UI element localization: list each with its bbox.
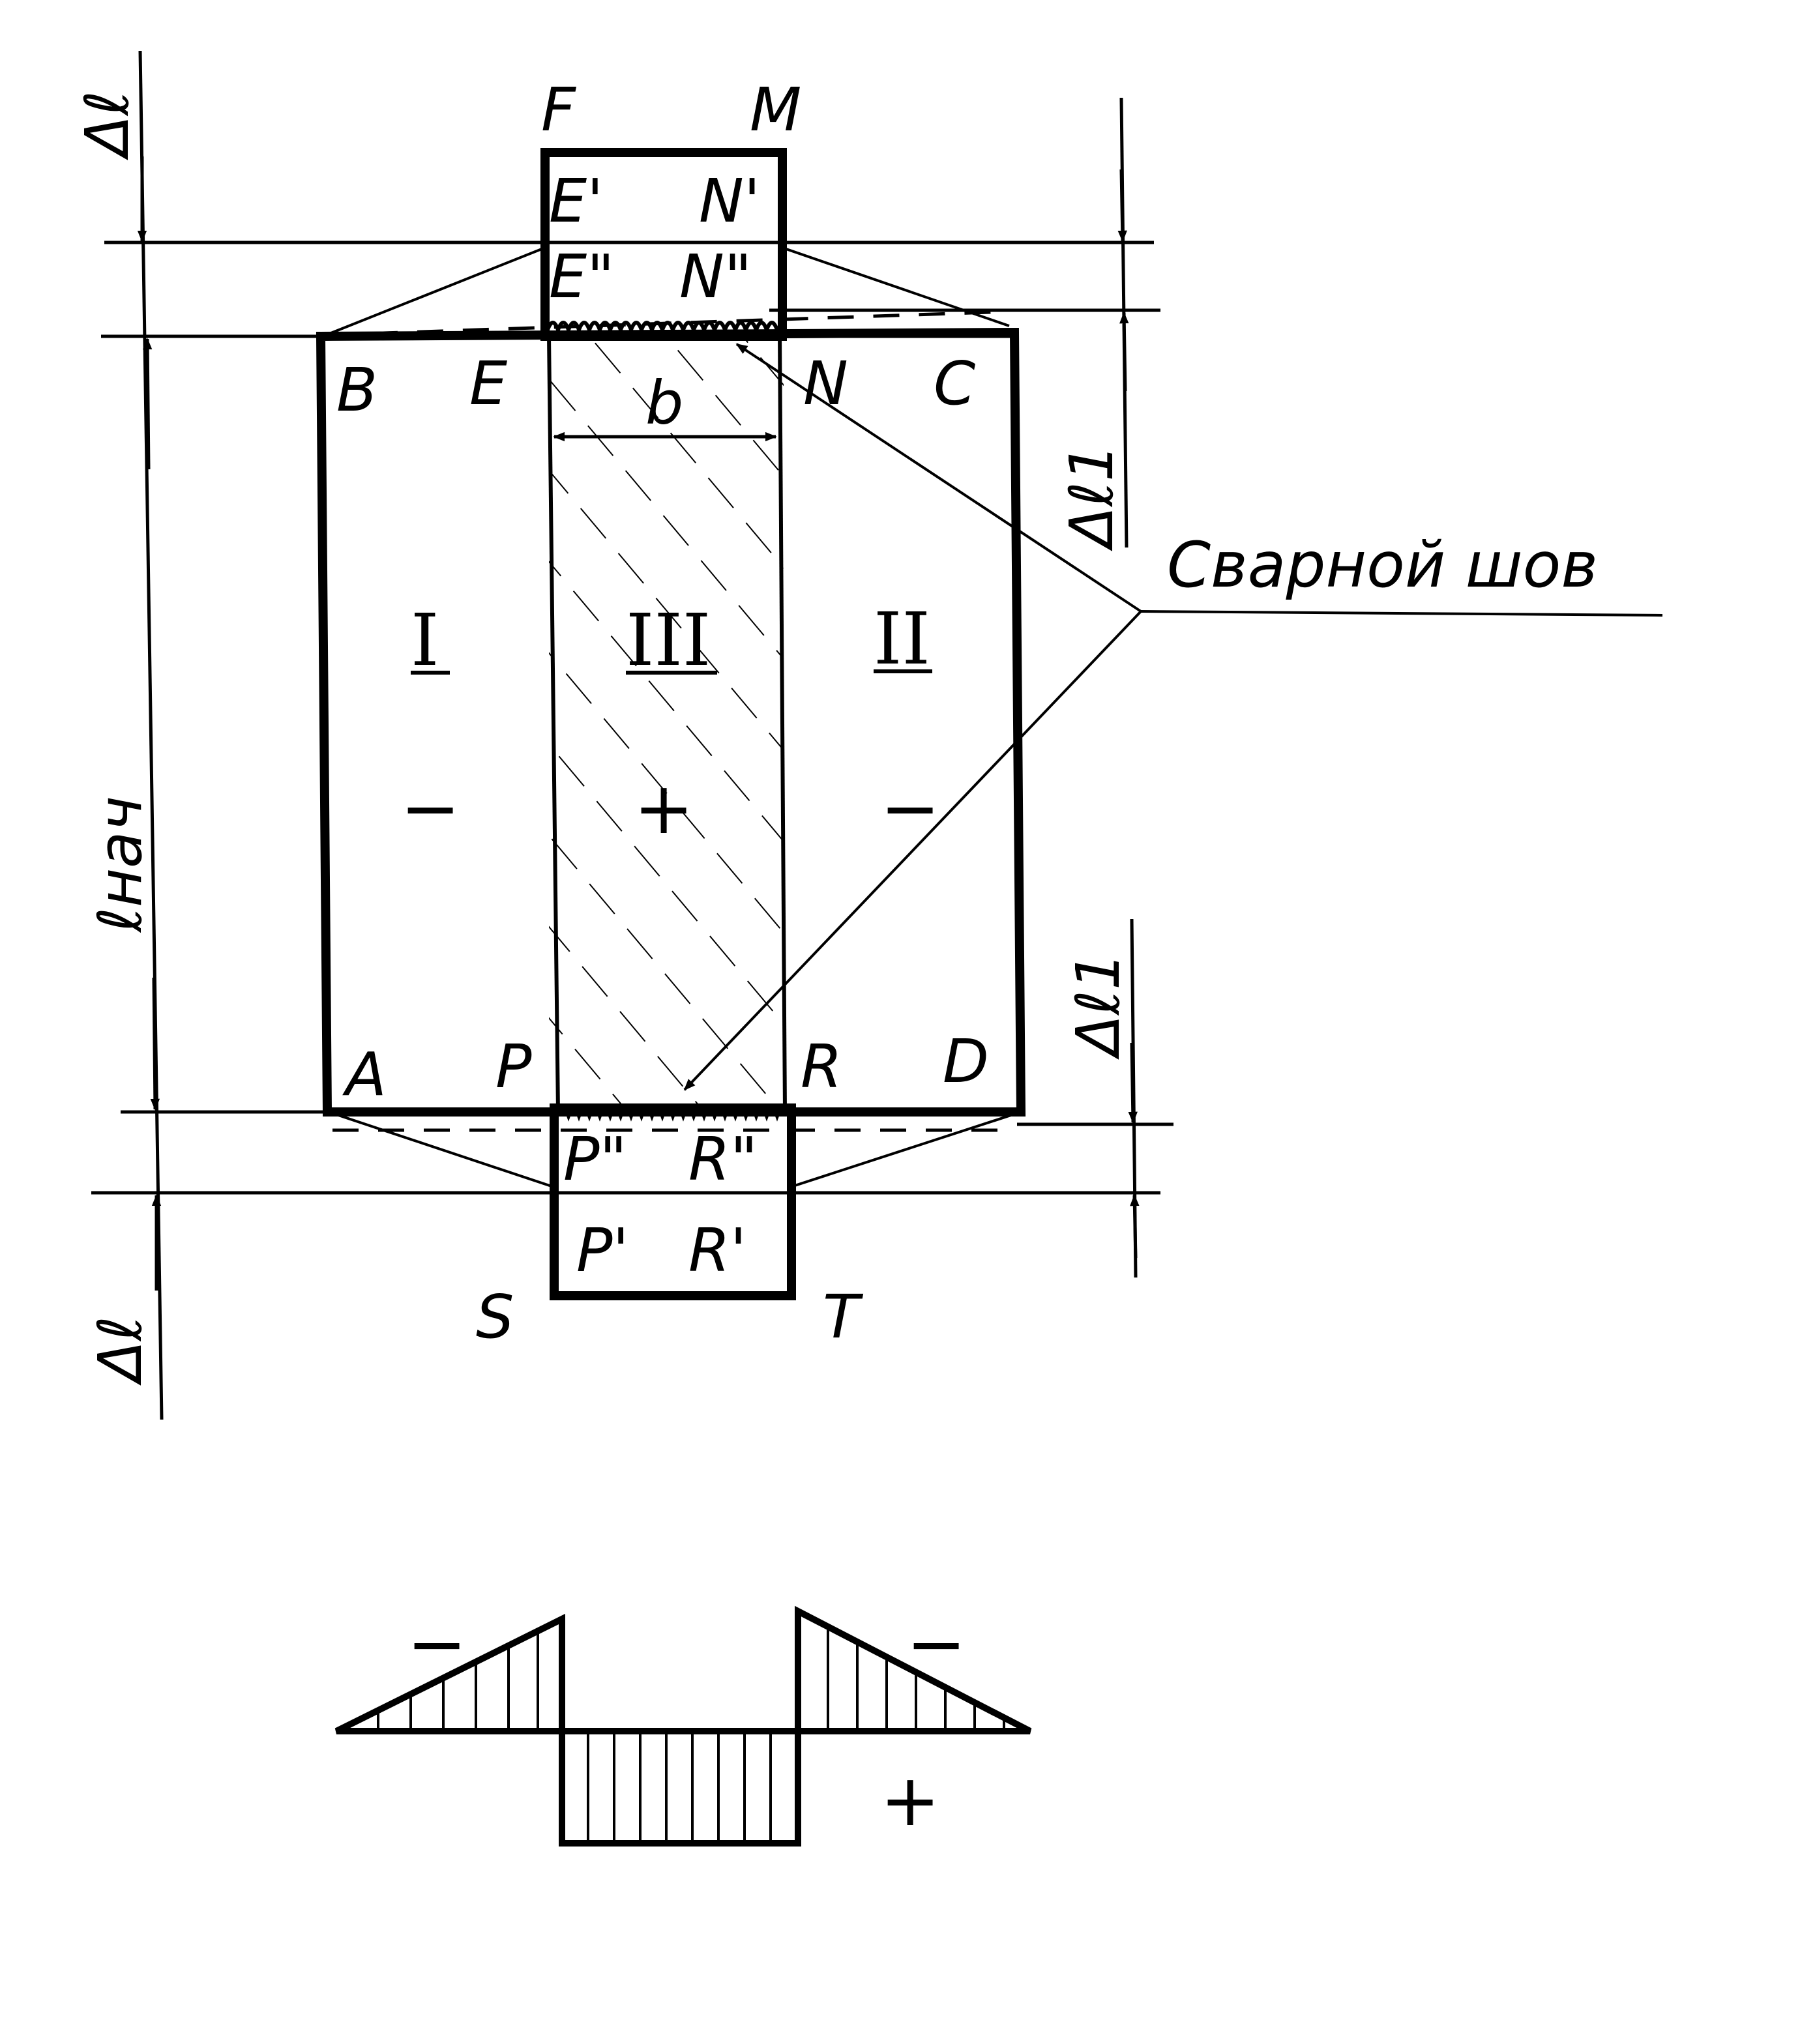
- point-labels: F M E' N' E" N" B E N C A P R D P" R" P'…: [336, 75, 989, 1352]
- plate-drawing: [91, 50, 1663, 1420]
- label-p-double-prime: P": [563, 1124, 627, 1194]
- dimension-labels: Δℓ ℓнач Δℓ Δℓ1 Δℓ1: [72, 91, 1133, 1386]
- zone-iii-hatched-strip: [549, 339, 784, 1108]
- stress-left-sign: −: [407, 1602, 467, 1686]
- label-s: S: [476, 1282, 514, 1352]
- label-e-prime: E': [549, 166, 603, 236]
- label-m: M: [750, 75, 801, 145]
- dim-delta-l-top: Δℓ: [72, 91, 142, 160]
- label-n-double-prime: N": [679, 242, 752, 312]
- right-dim-arrow-bottom-up: [1130, 1194, 1140, 1259]
- deformed-top-left-solid: [325, 246, 546, 336]
- label-f: F: [541, 75, 576, 145]
- left-dim-arrow-lnach-up: [142, 338, 153, 470]
- label-r-double-prime: R": [688, 1124, 758, 1194]
- deformed-bottom-right-solid: [792, 1112, 1018, 1188]
- deformed-bottom-left-solid: [332, 1112, 552, 1188]
- bottom-weld-seam: [556, 1107, 789, 1122]
- label-d: D: [943, 1027, 989, 1096]
- left-dim-line: [138, 50, 164, 1420]
- dim-delta-l1-top: Δℓ1: [1057, 444, 1127, 551]
- stress-left-triangle: [334, 1613, 565, 1734]
- leader-to-bottom-weld: [683, 610, 1142, 1091]
- leader-to-top-weld: [735, 343, 1142, 613]
- stress-diagram-signs: − − +: [407, 1602, 966, 1842]
- bottom-insert-st: [550, 1103, 796, 1300]
- left-dim-arrow-lnach-down: [150, 977, 160, 1111]
- right-dim-arrow-top-down: [1117, 169, 1127, 242]
- label-c: C: [934, 349, 975, 418]
- label-b: B: [336, 355, 377, 425]
- top-insert-fmnE: [540, 148, 787, 341]
- zone-iii-label: III: [626, 598, 711, 682]
- stress-middle-hatch: [587, 1731, 772, 1843]
- stress-diagram: [334, 1605, 1032, 1847]
- zone-ii-label: II: [874, 597, 930, 680]
- strip-edge-ep: [547, 336, 560, 1113]
- zone-i-label: I: [411, 598, 439, 682]
- label-p: P: [495, 1032, 532, 1102]
- right-dim-arrow-top-up: [1119, 312, 1129, 392]
- weld-seam-callout: Сварной шов: [1167, 529, 1598, 602]
- stress-middle-rect: [559, 1728, 801, 1847]
- dim-l-initial: ℓнач: [85, 796, 155, 933]
- label-a: A: [342, 1040, 387, 1109]
- label-width-b: b: [645, 368, 683, 438]
- top-weld-seam: [546, 321, 779, 336]
- zone-labels: I III II − + −: [400, 597, 940, 850]
- zone-ii-sign: −: [880, 766, 940, 850]
- callout-underline: [1140, 610, 1663, 617]
- zone-iii-sign: +: [634, 766, 694, 850]
- stress-right-hatch: [827, 1627, 1005, 1731]
- label-r: R: [801, 1032, 842, 1102]
- strip-edge-nr: [778, 333, 787, 1113]
- label-p-prime: P': [576, 1216, 629, 1285]
- dim-delta-l1-bottom: Δℓ1: [1063, 952, 1133, 1060]
- deformed-top-dashed: [325, 310, 1010, 337]
- stress-right-triangle: [795, 1605, 1032, 1734]
- right-dim-arrow-bottom-down: [1128, 1042, 1138, 1124]
- label-r-prime: R': [688, 1216, 746, 1285]
- stress-right-sign: −: [906, 1602, 966, 1686]
- stress-left-hatch: [377, 1631, 539, 1731]
- label-t: T: [823, 1282, 864, 1352]
- stress-bottom-sign: +: [880, 1759, 940, 1842]
- label-n-prime: N': [699, 166, 760, 236]
- dim-delta-l-bottom: Δℓ: [85, 1316, 155, 1386]
- zone-i-sign: −: [400, 766, 460, 850]
- label-e-double-prime: E": [549, 242, 614, 312]
- label-n: N: [803, 349, 848, 418]
- label-e: E: [469, 349, 507, 418]
